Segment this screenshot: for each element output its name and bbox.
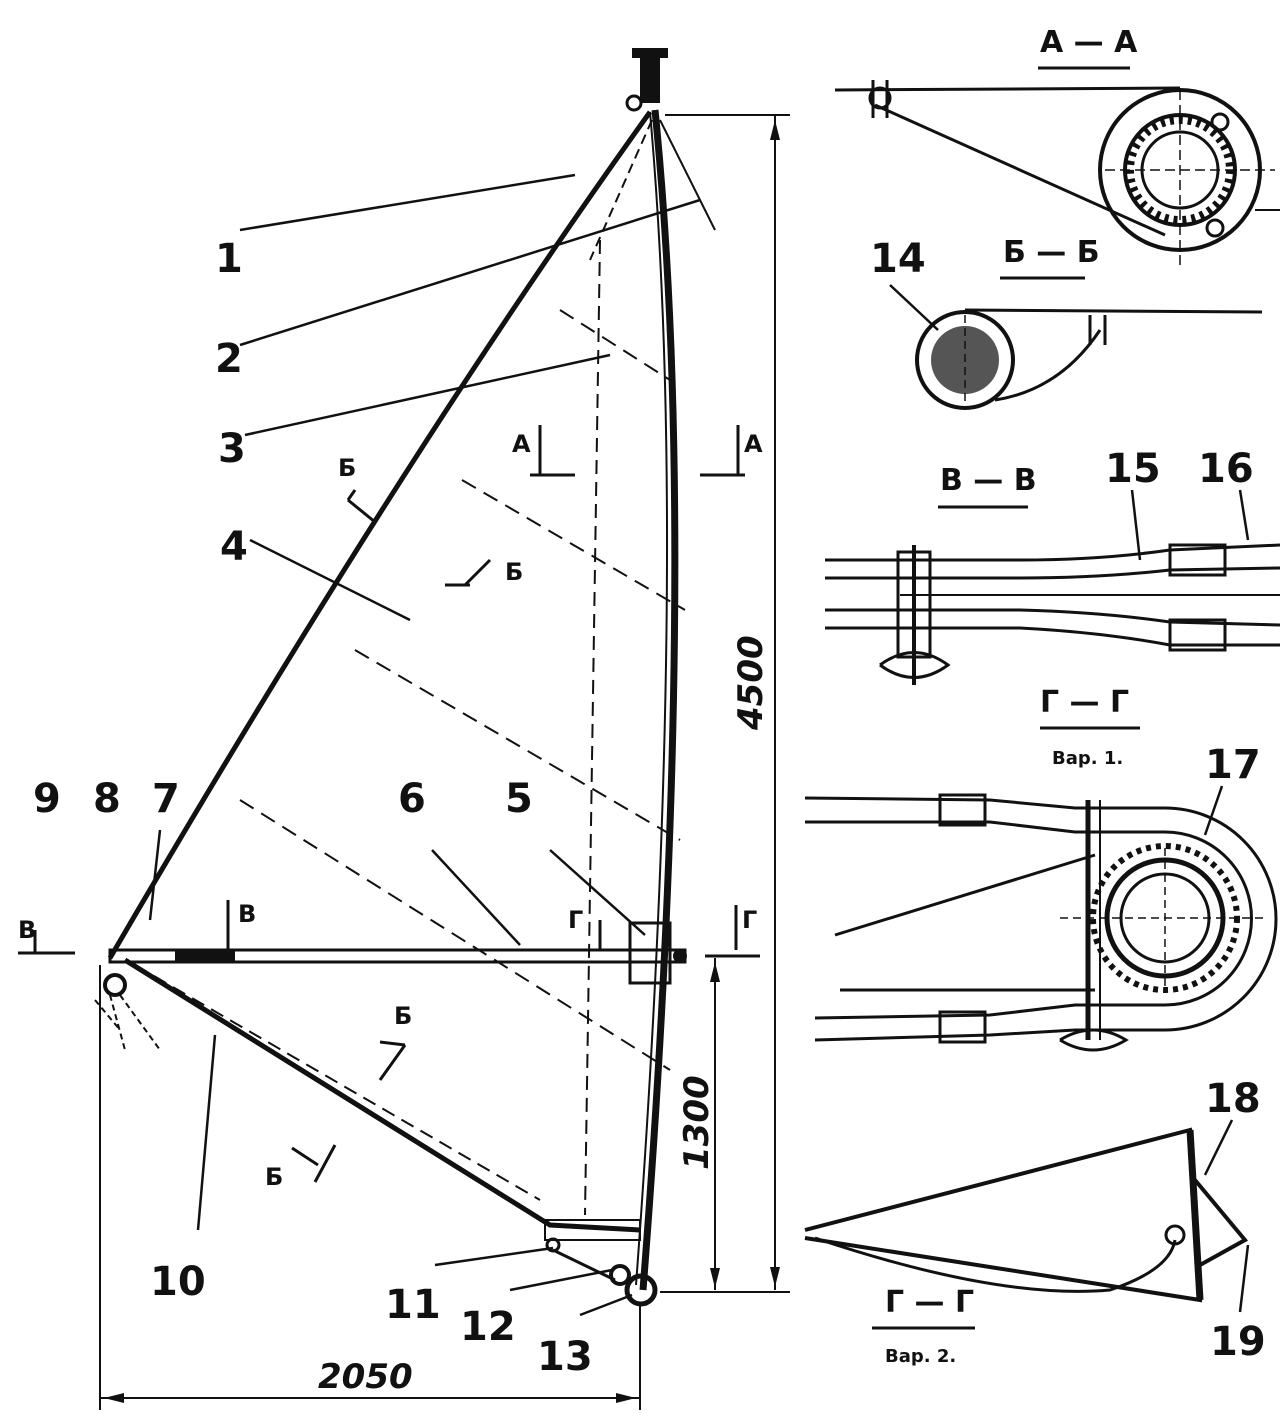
part-label-19: 19 xyxy=(1210,1319,1266,1365)
section-marker-v-left: В xyxy=(18,916,75,955)
mast xyxy=(639,109,679,1291)
mast-top-cap xyxy=(632,48,668,58)
section-marker-a-left: А xyxy=(512,425,575,477)
part-label-15: 15 xyxy=(1105,446,1161,492)
boom-jaw-pin xyxy=(673,949,687,963)
section-marker-b-4: Б xyxy=(265,1144,337,1191)
foot-dash xyxy=(134,964,541,1201)
section-b-b-title: Б — Б xyxy=(1003,235,1100,270)
part-label-1: 1 xyxy=(215,236,243,282)
batten-4 xyxy=(239,799,671,1071)
svg-text:Г: Г xyxy=(568,906,583,934)
batten-2 xyxy=(461,479,686,611)
part-label-6: 6 xyxy=(398,776,426,822)
svg-text:Б: Б xyxy=(394,1002,412,1030)
svg-text:4500: 4500 xyxy=(731,635,771,731)
boom-tail xyxy=(175,950,235,962)
clew-line-1 xyxy=(109,994,126,1051)
section-g-g-var2: 18 19 Г — Г Вар. 2. xyxy=(804,1076,1266,1367)
part-label-18: 18 xyxy=(1205,1076,1261,1122)
part-label-13: 13 xyxy=(537,1334,593,1380)
boom-jaw xyxy=(628,921,672,985)
mast-top-fitting xyxy=(640,58,660,103)
svg-text:А: А xyxy=(512,430,531,458)
batten-pocket-vertical xyxy=(584,239,601,1216)
part-label-10: 10 xyxy=(150,1259,206,1305)
dimension-width: 2050 xyxy=(99,965,641,1410)
section-b-b: Б — Б 14 xyxy=(870,235,1263,410)
clew-line-2 xyxy=(119,994,161,1051)
section-v-v-title: В — В xyxy=(940,463,1037,498)
mast-foot-joint xyxy=(624,1273,658,1307)
part-label-3: 3 xyxy=(218,426,246,472)
section-a-a-title: А — А xyxy=(1040,25,1138,60)
batten-3 xyxy=(354,649,681,841)
luff-dash-2 xyxy=(659,119,716,231)
clew-ring xyxy=(103,973,127,997)
part-label-9: 9 xyxy=(33,776,61,822)
svg-text:Б: Б xyxy=(338,454,356,482)
section-marker-b-1: Б xyxy=(338,454,376,524)
section-g-g-1-sub: Вар. 1. xyxy=(1052,748,1123,769)
leader-lines xyxy=(148,173,701,1317)
svg-text:2050: 2050 xyxy=(318,1357,413,1397)
sail-main-view: А А Б Б Б Б В xyxy=(18,48,790,1410)
tack-patch xyxy=(544,1219,641,1241)
part-label-4: 4 xyxy=(220,524,248,570)
svg-text:Б: Б xyxy=(265,1163,283,1191)
section-marker-b-2: Б xyxy=(445,558,523,587)
downhaul-line xyxy=(552,1248,616,1282)
part-12-ring xyxy=(609,1264,631,1286)
part-label-17: 17 xyxy=(1205,742,1261,788)
section-marker-g-left: Г xyxy=(568,906,602,950)
section-v-v: В — В 15 16 xyxy=(825,446,1281,685)
section-marker-b-3: Б xyxy=(378,1002,412,1081)
part-label-16: 16 xyxy=(1198,446,1254,492)
sail-foot xyxy=(123,957,641,1233)
section-marker-g-right: Г xyxy=(705,905,760,958)
part-label-8: 8 xyxy=(93,776,121,822)
section-g-g-var1: Г — Г Вар. 1. 17 xyxy=(804,685,1278,1052)
svg-text:1300: 1300 xyxy=(677,1075,717,1170)
section-g-g-2-title: Г — Г xyxy=(885,1285,974,1320)
batten-1 xyxy=(559,309,671,381)
part-label-11: 11 xyxy=(385,1282,441,1328)
section-g-g-2-sub: Вар. 2. xyxy=(885,1346,956,1367)
part-label-5: 5 xyxy=(505,776,533,822)
part-label-2: 2 xyxy=(215,336,243,382)
part-label-14: 14 xyxy=(870,236,926,282)
section-marker-a-right: А xyxy=(700,425,763,477)
part-label-7: 7 xyxy=(152,776,180,822)
svg-text:В: В xyxy=(18,916,36,944)
clew-line-3 xyxy=(94,999,121,1031)
mast-top-ring xyxy=(625,94,643,112)
part-label-12: 12 xyxy=(460,1304,516,1350)
mast-inner-line xyxy=(635,111,669,1286)
section-g-g-1-title: Г — Г xyxy=(1040,685,1129,720)
svg-text:Г: Г xyxy=(742,906,757,934)
section-a-a: А — А xyxy=(834,25,1280,270)
luff-dash xyxy=(589,119,653,261)
svg-text:А: А xyxy=(744,430,763,458)
dimension-boom-height: 1300 xyxy=(660,958,790,1293)
dimension-height: 4500 xyxy=(665,114,790,1290)
section-marker-v-right: В xyxy=(226,900,256,950)
svg-text:Б: Б xyxy=(505,558,523,586)
svg-text:В: В xyxy=(238,900,256,928)
sail-leech xyxy=(107,110,653,960)
